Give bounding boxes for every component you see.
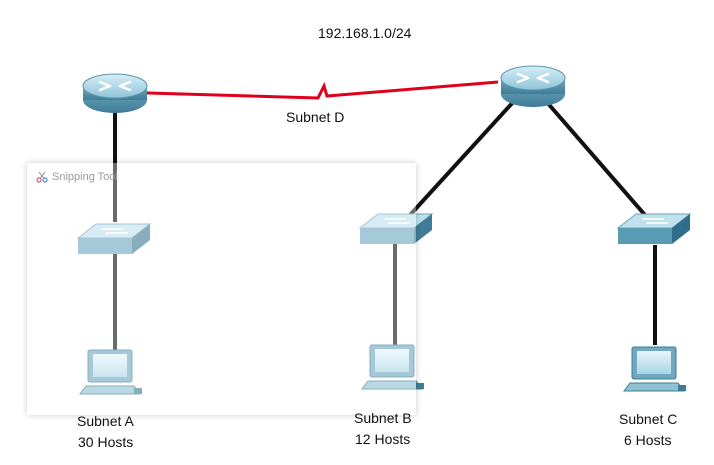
wan-link-label: Subnet D	[286, 109, 345, 125]
subnet-a-name: Subnet A	[77, 413, 134, 429]
router-icon[interactable]	[500, 65, 566, 107]
subnet-a-hosts: 30 Hosts	[78, 434, 134, 450]
subnet-b-name: Subnet B	[354, 410, 412, 426]
subnet-b-hosts: 12 Hosts	[355, 431, 411, 447]
pc-icon[interactable]	[361, 344, 424, 390]
pc-icon[interactable]	[623, 346, 686, 392]
scissors-icon	[36, 171, 48, 183]
subnet-c-hosts: 6 Hosts	[624, 432, 672, 448]
subnet-c-name: Subnet C	[619, 411, 678, 427]
router-icon[interactable]	[82, 73, 148, 113]
snipping-tool-title: Snipping Tool	[36, 171, 118, 183]
network-address-label: 192.168.1.0/24	[318, 25, 412, 41]
snipping-tool-window	[27, 163, 416, 415]
snipping-tool-title-text: Snipping Tool	[52, 171, 118, 183]
link-router2-switch-b	[408, 98, 517, 217]
switch-icon[interactable]	[616, 213, 692, 244]
wan-link-subnet-d	[114, 80, 499, 100]
pc-icon[interactable]	[79, 349, 142, 395]
switch-icon[interactable]	[76, 223, 152, 254]
switch-icon[interactable]	[358, 213, 434, 244]
link-router2-switch-c	[543, 98, 647, 217]
